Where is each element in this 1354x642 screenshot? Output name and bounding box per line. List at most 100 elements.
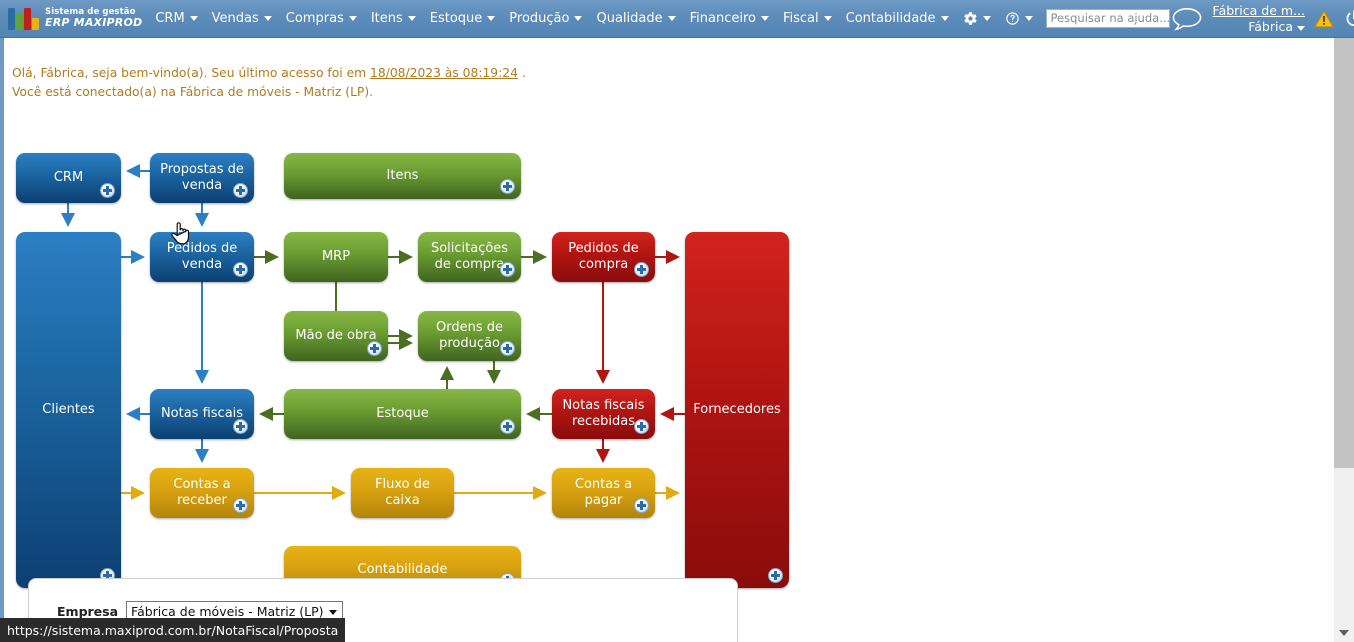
- menu-item-vendas[interactable]: Vendas: [205, 0, 279, 38]
- app-logo[interactable]: Sistema de gestão ERP MAXIPROD: [0, 7, 148, 30]
- menu-item-contabilidade[interactable]: Contabilidade: [839, 0, 956, 38]
- diagram-node-mao-de-obra[interactable]: Mão de obra: [284, 311, 388, 361]
- chevron-down-icon: [487, 16, 496, 21]
- diagram-node-ordens-producao[interactable]: Ordens de produção: [418, 311, 521, 361]
- chevron-down-icon: [574, 16, 583, 21]
- add-plus-icon[interactable]: [634, 498, 649, 513]
- menu-item-financeiro[interactable]: Financeiro: [683, 0, 776, 38]
- add-plus-icon[interactable]: [233, 262, 248, 277]
- diagram-node-solicitacoes[interactable]: Solicitações de compra: [418, 232, 521, 282]
- vertical-scrollbar[interactable]: [1334, 38, 1354, 642]
- add-plus-icon[interactable]: [233, 498, 248, 513]
- diagram-node-label: Estoque: [376, 406, 429, 422]
- diagram-node-label: Notas fiscais: [160, 406, 244, 422]
- last-access-timestamp: 18/08/2023 às 08:19:24: [370, 66, 518, 80]
- logo-bars-icon: [8, 7, 39, 30]
- diagram-node-crm[interactable]: CRM: [16, 153, 121, 203]
- add-plus-icon[interactable]: [500, 262, 515, 277]
- menu-item-label: Estoque: [429, 11, 483, 26]
- menu-item-crm[interactable]: CRM: [148, 0, 204, 38]
- menu-item-help[interactable]: [998, 0, 1040, 38]
- diagram-node-label: Propostas de venda: [160, 162, 244, 193]
- add-plus-icon[interactable]: [768, 568, 783, 583]
- diagram-node-label: Mão de obra: [295, 328, 377, 344]
- warning-triangle-icon[interactable]: [1314, 9, 1334, 28]
- diagram-node-label: Solicitações de compra: [430, 241, 509, 272]
- chevron-down-icon: [348, 16, 357, 21]
- diagram-node-label: Contas a pagar: [574, 477, 633, 508]
- diagram-node-fornecedores[interactable]: Fornecedores: [685, 232, 789, 588]
- add-plus-icon[interactable]: [233, 419, 248, 434]
- chevron-down-icon: [823, 16, 832, 21]
- diagram-node-label: CRM: [53, 170, 84, 186]
- menu-item-produo[interactable]: Produção: [502, 0, 589, 38]
- diagram-node-itens[interactable]: Itens: [284, 153, 521, 199]
- diagram-node-pedidos-compra[interactable]: Pedidos de compra: [552, 232, 655, 282]
- menu-item-label: Vendas: [211, 11, 259, 26]
- diagram-node-clientes[interactable]: Clientes: [16, 232, 121, 588]
- chevron-down-icon: [667, 16, 676, 21]
- diagram-node-label: Notas fiscais recebidas: [562, 398, 645, 429]
- diagram-node-notas-recebidas[interactable]: Notas fiscais recebidas: [552, 389, 655, 439]
- add-plus-icon[interactable]: [500, 419, 515, 434]
- diagram-node-contas-receber[interactable]: Contas a receber: [150, 468, 254, 518]
- main-menu: CRM Vendas Compras Itens Estoque Produção Qual…: [148, 0, 955, 38]
- diagram-node-contas-pagar[interactable]: Contas a pagar: [552, 468, 655, 518]
- menu-item-fiscal[interactable]: Fiscal: [776, 0, 839, 38]
- menu-item-estoque[interactable]: Estoque: [423, 0, 503, 38]
- menu-item-settings[interactable]: [956, 0, 998, 38]
- add-plus-icon[interactable]: [100, 183, 115, 198]
- add-plus-icon[interactable]: [500, 179, 515, 194]
- add-plus-icon[interactable]: [634, 262, 649, 277]
- logo-brand: ERP MAXIPROD: [45, 16, 143, 30]
- page-content: Olá, Fábrica, seja bem-vindo(a). Seu últ…: [0, 38, 1334, 642]
- user-menu[interactable]: Fábrica de m... Fábrica: [1213, 3, 1305, 34]
- user-company: Fábrica: [1213, 19, 1305, 35]
- menu-item-label: Qualidade: [596, 11, 663, 26]
- gear-icon: [963, 11, 978, 26]
- add-plus-icon[interactable]: [233, 183, 248, 198]
- menu-item-compras[interactable]: Compras: [279, 0, 364, 38]
- chevron-down-icon: [189, 16, 198, 21]
- menu-item-qualidade[interactable]: Qualidade: [589, 0, 682, 38]
- welcome-message: Olá, Fábrica, seja bem-vindo(a). Seu últ…: [12, 64, 526, 103]
- diagram-node-label: Contabilidade: [357, 561, 448, 577]
- chat-bubble-icon[interactable]: [1170, 5, 1204, 33]
- chevron-down-icon: [263, 16, 272, 21]
- user-name: Fábrica de m...: [1212, 2, 1305, 18]
- menu-item-itens[interactable]: Itens: [364, 0, 423, 38]
- welcome-line-1: Olá, Fábrica, seja bem-vindo(a). Seu últ…: [12, 66, 526, 80]
- diagram-node-label: Itens: [386, 168, 419, 184]
- add-plus-icon[interactable]: [634, 419, 649, 434]
- empresa-label: Empresa: [57, 604, 119, 619]
- add-plus-icon[interactable]: [367, 341, 382, 356]
- diagram-node-fluxo-caixa[interactable]: Fluxo de caixa: [351, 468, 454, 518]
- top-right-actions: Fábrica de m... Fábrica: [1170, 3, 1354, 34]
- menu-item-label: Itens: [370, 11, 403, 26]
- mouse-cursor-pointer: [170, 220, 190, 246]
- diagram-node-label: MRP: [321, 249, 351, 265]
- chevron-down-icon: [760, 16, 769, 21]
- diagram-node-propostas[interactable]: Propostas de venda: [150, 153, 254, 203]
- diagram-node-estoque[interactable]: Estoque: [284, 389, 521, 439]
- diagram-node-pedidos-venda[interactable]: Pedidos de venda: [150, 232, 254, 282]
- diagram-node-label: Fornecedores: [693, 402, 781, 418]
- add-plus-icon[interactable]: [500, 341, 515, 356]
- chevron-down-icon: [982, 16, 991, 21]
- menu-item-label: Fiscal: [782, 11, 819, 26]
- search-input[interactable]: Pesquisar na ajuda...: [1045, 9, 1170, 28]
- chevron-down-icon: [1024, 16, 1033, 21]
- power-icon[interactable]: [1343, 8, 1354, 30]
- scroll-down-arrow[interactable]: [1334, 624, 1354, 642]
- logo-tagline: Sistema de gestão: [45, 7, 136, 18]
- diagram-node-label: Fluxo de caixa: [375, 477, 430, 508]
- menu-item-label: Compras: [285, 11, 344, 26]
- menu-item-label: CRM: [155, 11, 185, 26]
- diagram-node-mrp[interactable]: MRP: [284, 232, 388, 282]
- diagram-node-notas-fiscais[interactable]: Notas fiscais: [150, 389, 254, 439]
- help-circle-icon: [1005, 11, 1020, 26]
- scrollbar-thumb[interactable]: [1334, 38, 1354, 468]
- chevron-down-icon: [1296, 25, 1305, 31]
